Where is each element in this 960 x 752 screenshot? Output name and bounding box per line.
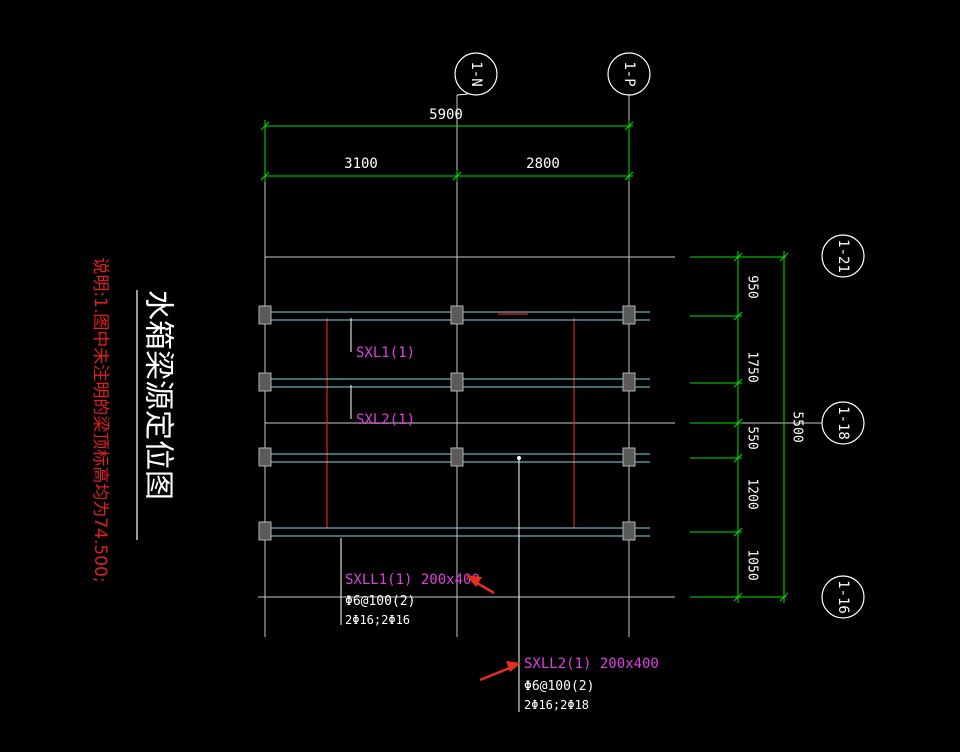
dim-right-3: 550 xyxy=(745,426,760,449)
axis-bubble-1-18: 1-18 xyxy=(821,401,865,445)
dim-right-4: 1200 xyxy=(745,478,760,509)
dim-right-overall: 5500 xyxy=(790,411,805,442)
dim-overall-top: 5900 xyxy=(429,107,463,123)
drawing-title: 水箱梁源定位图 xyxy=(141,290,176,500)
axis-label-1-n: 1-N xyxy=(468,61,484,86)
beam-label-sxl1: SXL1(1) xyxy=(356,345,415,361)
column xyxy=(622,372,636,392)
dim-right-2: 1750 xyxy=(745,351,760,382)
column xyxy=(622,447,636,467)
beam-row-4 xyxy=(265,527,650,537)
beam-stirrup-sxll2: Φ6@100(2) xyxy=(524,679,594,694)
beam-stirrup-sxll1: Φ6@100(2) xyxy=(345,594,415,609)
axis-label-1-16: 1-16 xyxy=(835,580,851,614)
dim-right-1: 950 xyxy=(745,275,760,298)
axis-bubble-1-21: 1-21 xyxy=(821,234,865,278)
beam-label-sxl2: SXL2(1) xyxy=(356,412,415,428)
right-dimensions xyxy=(690,251,789,603)
drawing-title-group: 水箱梁源定位图 xyxy=(136,290,176,540)
dim-top-left: 3100 xyxy=(344,156,378,172)
column xyxy=(258,305,272,325)
leader-dot xyxy=(517,456,521,460)
column xyxy=(258,372,272,392)
column xyxy=(450,372,464,392)
beam-label-sxll1: SXLL1(1) 200x400 xyxy=(345,572,480,588)
dim-right-5: 1050 xyxy=(745,549,760,580)
axis-label-1-p: 1-P xyxy=(621,61,637,86)
beam-rebar-sxll2: 2Φ16;2Φ18 xyxy=(524,698,589,712)
top-dimensions xyxy=(260,120,634,182)
column xyxy=(450,305,464,325)
leader-lines xyxy=(340,318,520,712)
axis-bubble-1-16: 1-16 xyxy=(821,575,865,619)
grid-lines xyxy=(258,95,822,637)
beam-label-sxll2: SXLL2(1) 200x400 xyxy=(524,656,659,672)
beam-rebar-sxll1: 2Φ16;2Φ16 xyxy=(345,613,410,627)
axis-label-1-18: 1-18 xyxy=(835,406,851,440)
axis-bubble-1-p: 1-P xyxy=(607,52,651,96)
arrow-icon xyxy=(466,575,495,595)
arrow-icon xyxy=(479,661,521,682)
axis-bubble-1-n: 1-N xyxy=(454,52,498,96)
dim-top-right: 2800 xyxy=(526,156,560,172)
columns xyxy=(258,305,636,541)
column xyxy=(622,305,636,325)
column xyxy=(622,521,636,541)
hidden-beam-lines xyxy=(326,313,575,528)
drawing-note: 说明:1.图中未注明的梁顶标高均为74.500; xyxy=(90,257,110,582)
column xyxy=(258,447,272,467)
axis-label-1-21: 1-21 xyxy=(835,239,851,273)
column xyxy=(258,521,272,541)
column xyxy=(450,447,464,467)
